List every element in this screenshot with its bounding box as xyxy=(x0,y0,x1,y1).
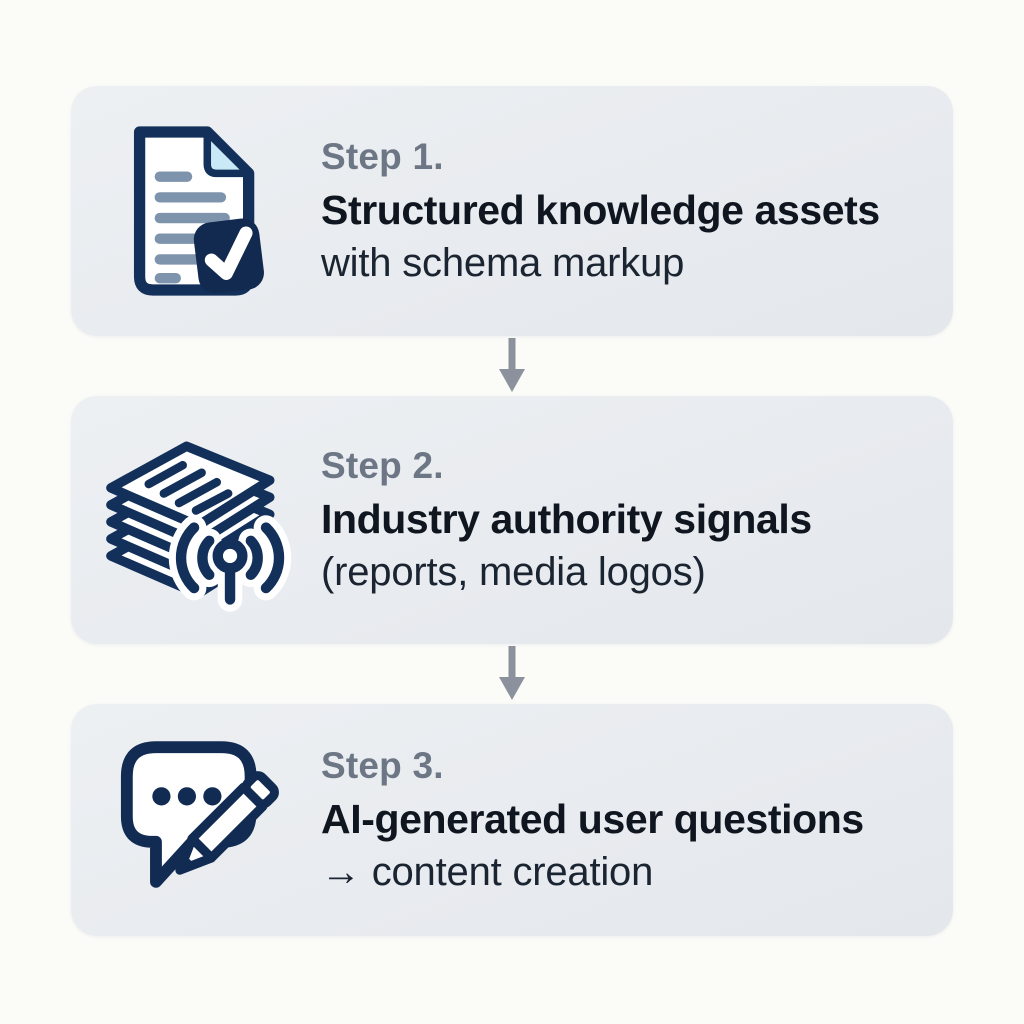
step-card-1: Step 1. Structured knowledge assets with… xyxy=(71,86,953,336)
step-3-text: Step 3. AI-generated user questions → co… xyxy=(321,745,953,895)
pencil xyxy=(175,771,279,875)
chat-pencil-icon xyxy=(71,726,321,914)
step-title: AI-generated user questions xyxy=(321,796,864,842)
step-1-text: Step 1. Structured knowledge assets with… xyxy=(321,136,953,286)
checkmark-badge xyxy=(193,218,264,294)
step-subtitle: with schema markup xyxy=(321,241,685,285)
step-2-text: Step 2. Industry authority signals (repo… xyxy=(321,445,953,595)
down-arrow-icon xyxy=(489,644,535,704)
report-stack-broadcast-icon xyxy=(71,416,321,624)
step-subtitle: → content creation xyxy=(321,850,654,894)
document-check-icon xyxy=(71,117,321,305)
broadcast-antenna xyxy=(168,515,292,612)
step-card-2: Step 2. Industry authority signals (repo… xyxy=(71,396,953,644)
ellipsis-dots xyxy=(152,787,222,806)
step-label: Step 3. xyxy=(321,745,444,786)
step-subtitle: (reports, media logos) xyxy=(321,550,706,594)
step-label: Step 2. xyxy=(321,445,444,486)
down-arrow-icon xyxy=(489,336,535,396)
step-title: Structured knowledge assets xyxy=(321,187,880,233)
step-title: Industry authority signals xyxy=(321,496,812,542)
step-card-3: Step 3. AI-generated user questions → co… xyxy=(71,704,953,936)
step-label: Step 1. xyxy=(321,136,444,177)
